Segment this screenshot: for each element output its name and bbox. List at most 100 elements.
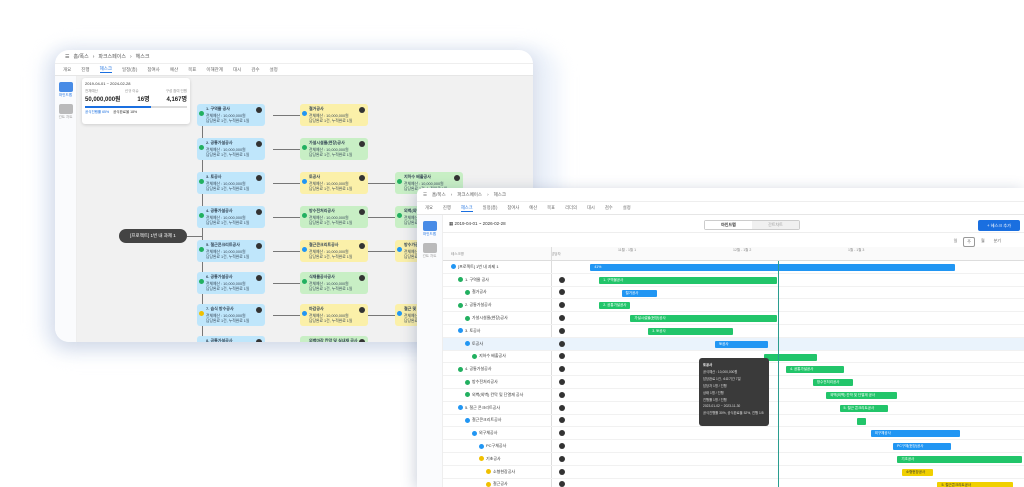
menu-icon[interactable]: ☰ bbox=[65, 53, 70, 60]
root-node[interactable]: [프로젝트] 1번 내 과제 1 bbox=[119, 229, 187, 243]
gantt-bar[interactable]: 외벽(외벽) 칸막 및 단열재 공사 bbox=[826, 392, 898, 399]
task-name[interactable]: 2. 공통가설공사 bbox=[465, 302, 492, 308]
menu-item[interactable]: 대시 bbox=[232, 66, 242, 72]
gantt-bar[interactable]: 4. 공통가설공사 bbox=[786, 366, 844, 374]
mindmap-icon[interactable] bbox=[422, 221, 437, 231]
date-range[interactable]: 2019-04-01 ~ 2026-02-28 bbox=[454, 221, 506, 226]
task-name[interactable]: 3. 토공사 bbox=[465, 327, 481, 333]
gantt-row[interactable]: 2. 공통가설공사 bbox=[443, 299, 1024, 313]
gantt-icon[interactable] bbox=[422, 243, 437, 253]
menu-item[interactable]: 목표 bbox=[547, 205, 556, 210]
gantt-bar[interactable]: 5. 철근콘크리트공사 bbox=[937, 481, 1014, 487]
breadcrumb-0[interactable]: 홈/폭스 bbox=[432, 191, 446, 197]
menu-item[interactable]: 참여사 bbox=[147, 66, 160, 72]
scale-day[interactable]: 일 bbox=[953, 238, 958, 243]
gantt-bar[interactable]: 방수전처리공사 bbox=[812, 379, 853, 387]
menu-item[interactable]: 예산 bbox=[169, 66, 179, 72]
menu-item[interactable]: 진행 bbox=[81, 66, 90, 72]
gantt-bar[interactable]: 41% bbox=[590, 264, 956, 271]
menu-item[interactable]: 목표 bbox=[188, 66, 197, 72]
task-name[interactable]: 소형현장공사 bbox=[493, 468, 516, 474]
add-task-button[interactable]: + 헤스크 추가 bbox=[978, 220, 1020, 231]
scale-quarter[interactable]: 분기 bbox=[993, 238, 1001, 243]
menu-item[interactable]: 개요 bbox=[63, 66, 72, 72]
gantt-row[interactable]: 3. 토공사 bbox=[443, 325, 1024, 338]
gantt-bar[interactable]: 1. 구역물공사 bbox=[599, 276, 778, 284]
gantt-bar[interactable]: 가설시설물(현장)공사 bbox=[630, 315, 778, 323]
menu-item[interactable]: 설정 bbox=[622, 205, 631, 210]
gantt-bar[interactable]: 토공사 bbox=[714, 340, 769, 348]
menu-item[interactable]: 개요 bbox=[425, 205, 433, 210]
task-name[interactable]: [프로젝트] 1번 내 과제 1 bbox=[458, 263, 499, 269]
gantt-row[interactable]: 소형현장공사 bbox=[443, 466, 1024, 479]
view-mindmap-button[interactable]: 마인드맵 bbox=[705, 221, 752, 229]
task-name[interactable]: 가설시설물(현장)공사 bbox=[472, 315, 508, 321]
gantt-bar[interactable]: 2. 공통가설공사 bbox=[599, 302, 631, 310]
menu-item[interactable]: 설정 bbox=[269, 66, 278, 72]
menu-item[interactable]: 예산 bbox=[529, 205, 538, 210]
menu-item[interactable]: 참여사 bbox=[507, 205, 520, 210]
menu-item[interactable]: 진행 bbox=[442, 205, 451, 210]
task-name[interactable]: 토공사 bbox=[472, 340, 484, 346]
mindmap-icon[interactable] bbox=[58, 82, 73, 92]
menu-item[interactable]: 검수 bbox=[604, 205, 613, 210]
scale-week[interactable]: 주 bbox=[963, 237, 975, 247]
task-name[interactable]: 철근공사 bbox=[493, 481, 508, 487]
gantt-row[interactable]: 철근콘크리트공사 bbox=[443, 415, 1024, 428]
task-name[interactable]: 5. 철근 콘크리트공사 bbox=[465, 404, 500, 410]
menu-item[interactable]: 헤스크 bbox=[99, 66, 112, 73]
gantt-row[interactable]: 외구체공사 bbox=[443, 427, 1024, 441]
menu-item[interactable]: 이해관계 bbox=[206, 66, 223, 72]
breadcrumb-2[interactable]: 헤스크 bbox=[493, 191, 506, 197]
gantt-row[interactable]: 1. 구역물 공사 bbox=[443, 274, 1024, 287]
task-name[interactable]: PC구체공사 bbox=[486, 443, 507, 449]
menu-item[interactable]: 대시 bbox=[586, 205, 595, 210]
gantt-bar[interactable] bbox=[763, 353, 818, 361]
task-name[interactable]: 지하수 배출공사 bbox=[479, 353, 506, 359]
task-name[interactable]: 기초공사 bbox=[486, 455, 501, 461]
gantt-icon[interactable] bbox=[58, 104, 73, 114]
menu-icon[interactable]: ☰ bbox=[423, 191, 428, 197]
task-name[interactable]: 방수전처리공사 bbox=[472, 379, 498, 385]
breadcrumb-2[interactable]: 헤스크 bbox=[135, 54, 150, 60]
gantt-bar[interactable]: PC구체(현장)공사 bbox=[892, 443, 951, 451]
gantt-row[interactable]: 기초공사 bbox=[443, 453, 1024, 466]
menu-item[interactable]: 일정(총) bbox=[121, 66, 138, 72]
gantt-bar[interactable]: 외구체공사 bbox=[870, 430, 960, 438]
task-name[interactable]: 철근콘크리트공사 bbox=[472, 417, 502, 423]
menu-item[interactable]: 검수 bbox=[251, 66, 260, 72]
gantt-bar[interactable]: 기초공사 bbox=[897, 456, 1022, 463]
task-name[interactable]: 1. 구역물 공사 bbox=[465, 276, 489, 282]
gantt-row[interactable]: [프로젝트] 1번 내 과제 1 bbox=[443, 261, 1024, 274]
menu-item[interactable]: 일정(총) bbox=[482, 205, 498, 210]
gantt-row[interactable]: PC구체공사 bbox=[443, 440, 1024, 453]
task-name[interactable]: 4. 공통가설공사 bbox=[465, 366, 492, 372]
gantt-bar[interactable]: 철거공사 bbox=[621, 289, 658, 297]
gantt-row[interactable]: 철근공사 bbox=[443, 479, 1024, 487]
breadcrumb-1[interactable]: 파크스페이스 bbox=[457, 191, 483, 197]
task-name[interactable]: 철거공사 bbox=[472, 289, 487, 295]
menu-item[interactable]: 리더의 bbox=[565, 205, 577, 210]
gantt-bar[interactable]: 소형현장공사 bbox=[901, 468, 933, 476]
task-name[interactable]: 외벽(외벽) 칸막 및 단열재 공사 bbox=[472, 391, 524, 397]
task-name[interactable]: 외구체공사 bbox=[479, 430, 498, 436]
menu-item[interactable]: 헤스크 bbox=[460, 204, 473, 212]
gantt-row[interactable]: 철거공사 bbox=[443, 287, 1024, 300]
scale-month[interactable]: 월 bbox=[980, 238, 985, 243]
breadcrumb-0[interactable]: 홈/폭스 bbox=[73, 54, 89, 60]
